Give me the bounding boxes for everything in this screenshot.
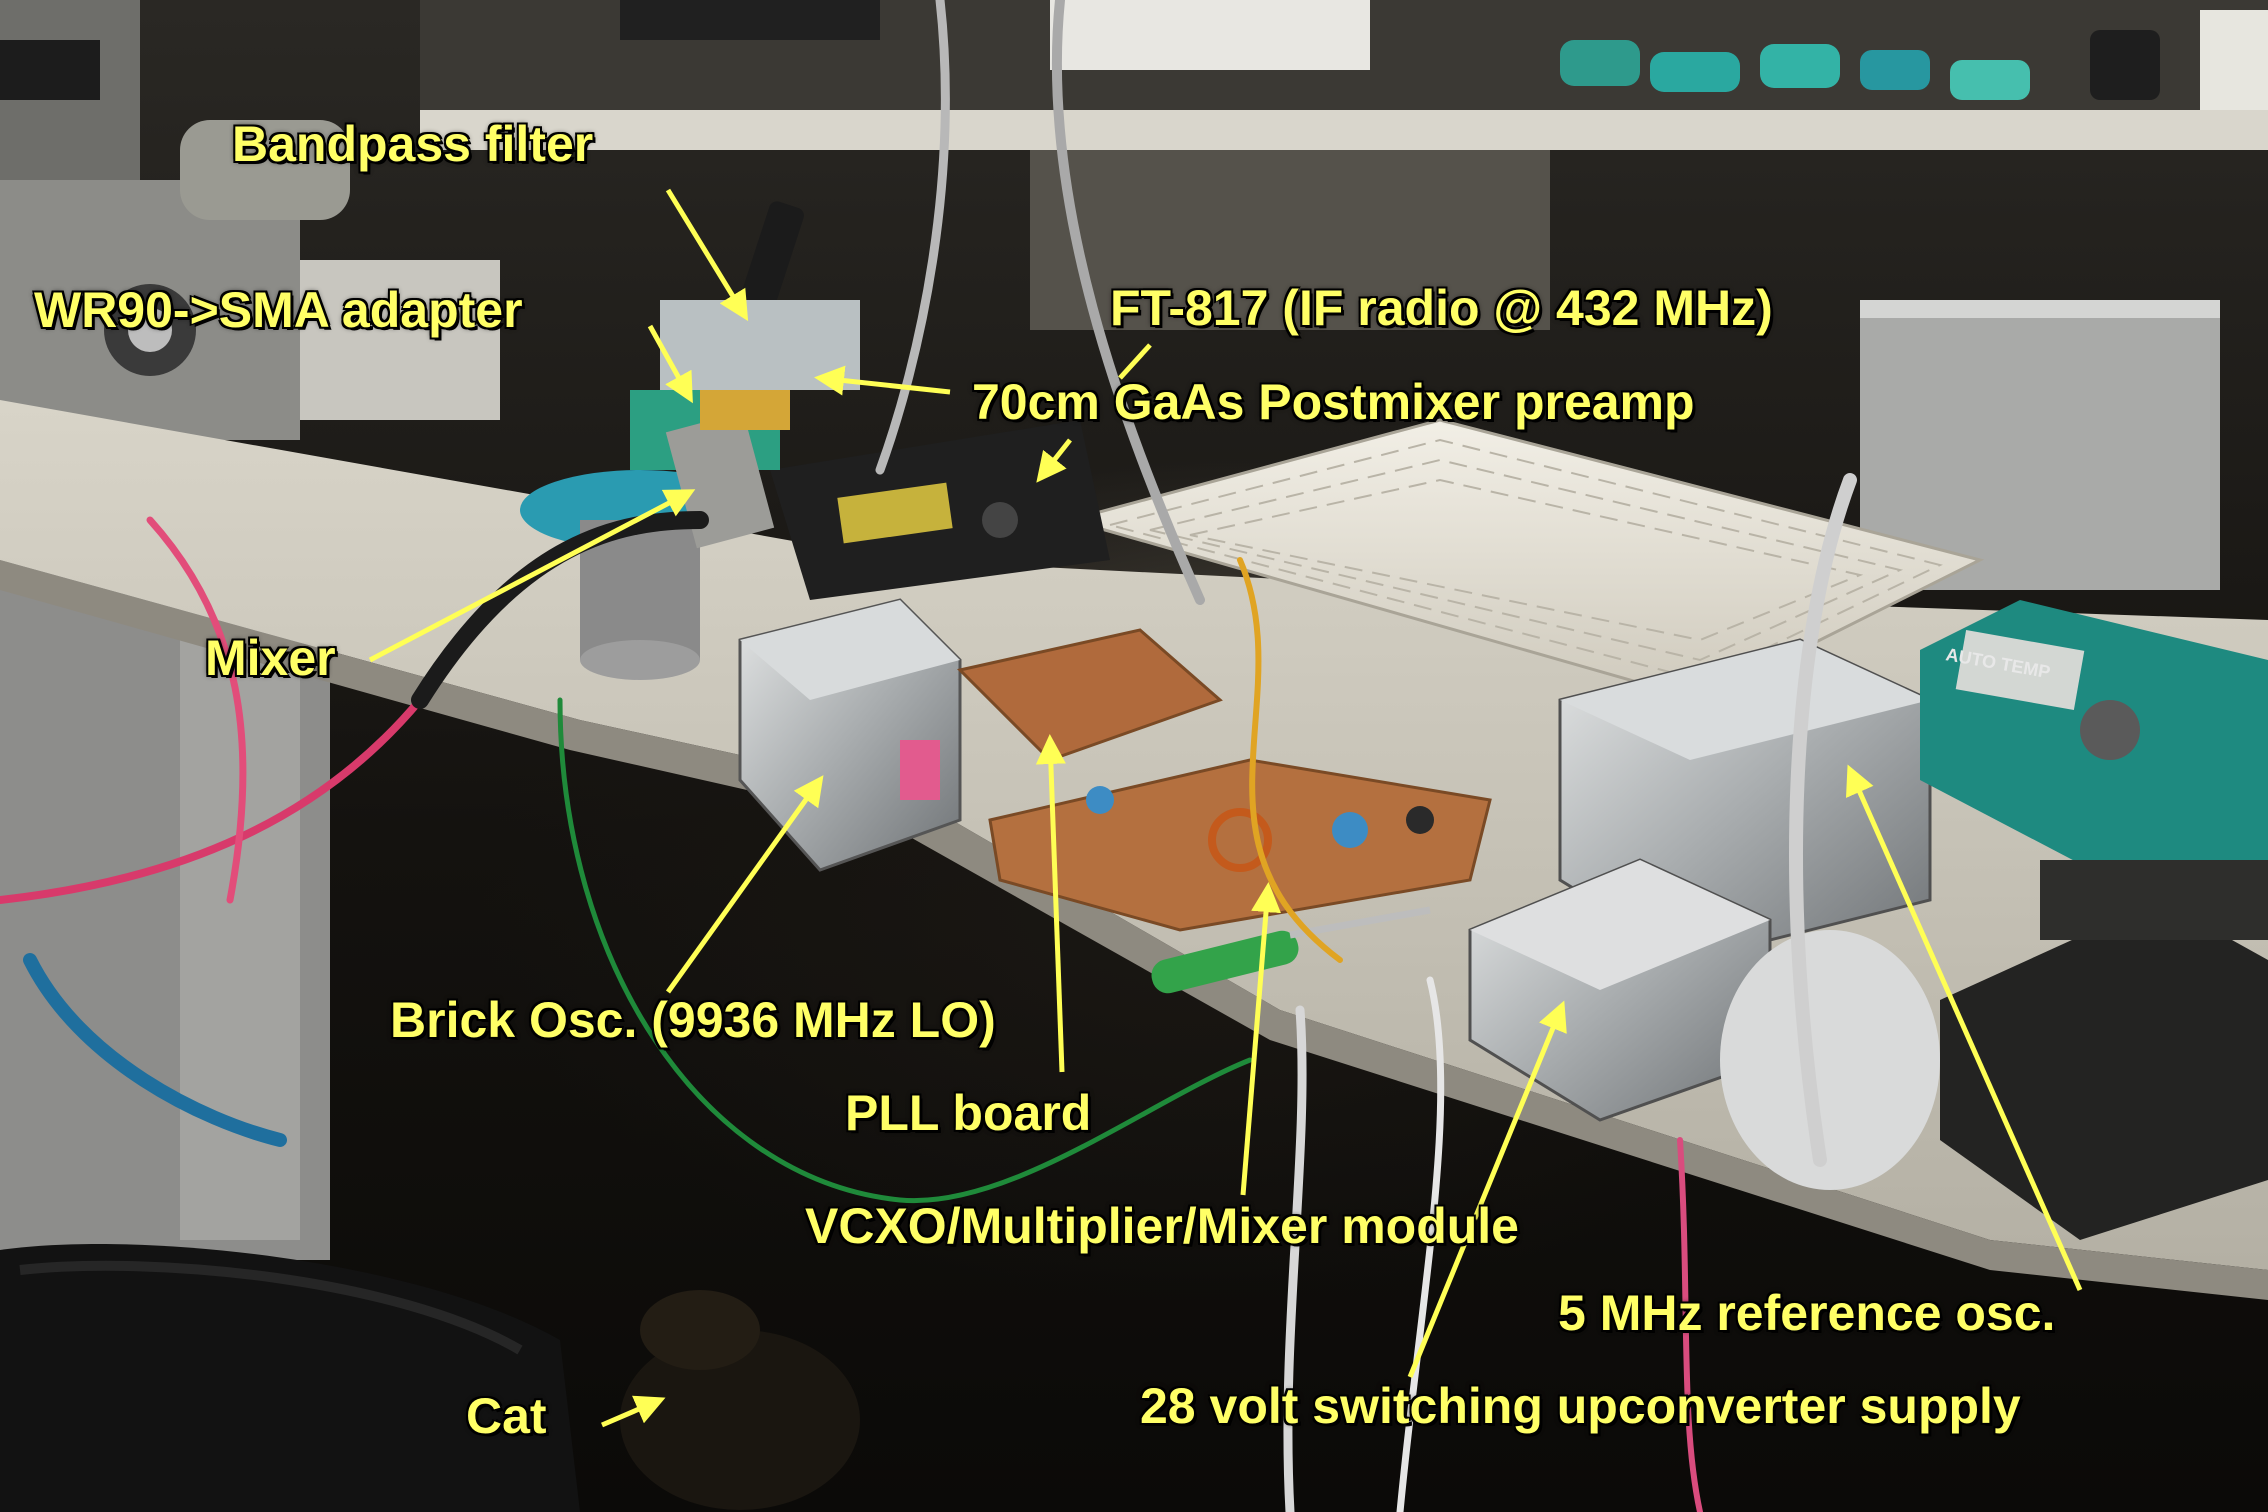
arrow-vcxo-module: [1240, 882, 1282, 1196]
arrow-wr90-adapter: [647, 324, 693, 404]
label-upconverter-supply: 28 volt switching upconverter supply: [1140, 1378, 2021, 1434]
top-shelf: [420, 0, 2268, 150]
label-brick-osc: Brick Osc. (9936 MHz LO): [390, 992, 996, 1048]
shelf-components: [1560, 10, 2268, 110]
arrow-reference-osc: [1845, 764, 2083, 1292]
arrow-postmixer-preamp: [814, 365, 951, 396]
ft817-radio: [770, 420, 1110, 600]
label-ft817: FT-817 (IF radio @ 432 MHz): [1110, 280, 1773, 336]
arrow-brick-osc: [665, 775, 824, 994]
soldering-station: AUTO TEMP: [1920, 600, 2268, 890]
label-vcxo-module: VCXO/Multiplier/Mixer module: [805, 1198, 1519, 1254]
label-mixer: Mixer: [205, 630, 336, 686]
cables: [0, 0, 1857, 1512]
office-chair: [0, 1244, 580, 1512]
upconverter-supply-box: [1468, 858, 1772, 1122]
label-bandpass-filter: Bandpass filter: [232, 116, 594, 172]
annotation-arrows: [368, 188, 2083, 1428]
keyboard: [1064, 418, 1985, 702]
arrow-mixer: [368, 489, 696, 663]
label-reference-osc: 5 MHz reference osc.: [1558, 1285, 2056, 1341]
label-wr90-adapter: WR90->SMA adapter: [34, 282, 523, 338]
back-right-equipment: [1030, 150, 2220, 590]
mouse: [1720, 930, 1940, 1190]
arrow-pll-board: [1035, 734, 1066, 1073]
brick-oscillator: [738, 598, 962, 872]
arrow-upconverter-supply: [1407, 1000, 1567, 1378]
arrow-preamp-radio: [1036, 438, 1072, 483]
label-cat: Cat: [466, 1388, 547, 1444]
cat: [620, 1290, 860, 1510]
bench-edge: [0, 560, 2268, 1300]
label-pll-board: PLL board: [845, 1085, 1092, 1141]
arrow-ft817: [1118, 343, 1152, 380]
label-postmixer-preamp: 70cm GaAs Postmixer preamp: [972, 374, 1695, 430]
arrow-cat: [601, 1395, 666, 1428]
arrow-bandpass-filter: [665, 188, 749, 322]
